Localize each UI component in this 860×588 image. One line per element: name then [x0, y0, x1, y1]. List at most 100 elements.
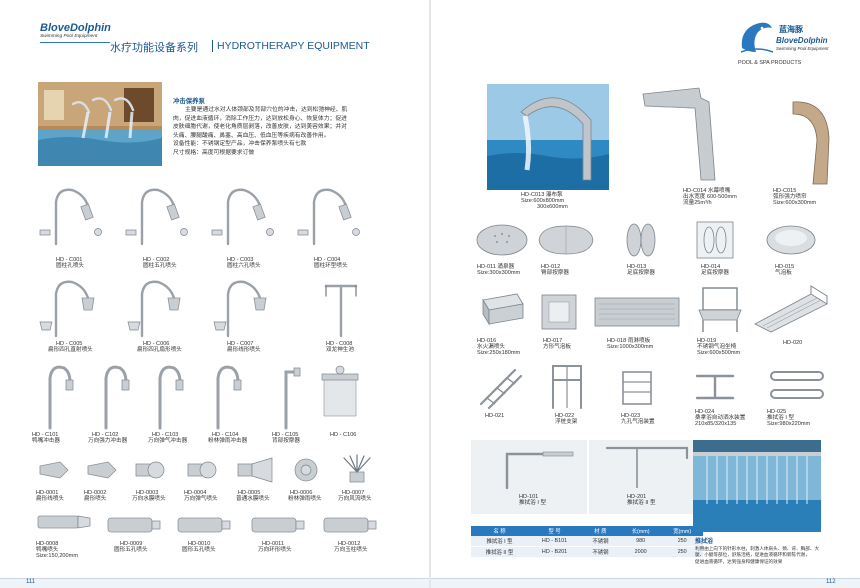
right-brand-cn: 蓝海豚 [779, 25, 803, 34]
product-0012-code: HD-0012 [338, 541, 361, 547]
product-0010-code: HD-0010 [188, 541, 211, 547]
product-0008-image [37, 515, 91, 529]
hd-019-code: HD-019 [697, 338, 717, 344]
spec-table-header: 名 称 型 号 材 质 长(mm) 宽(mm) [471, 526, 703, 536]
page-spine [429, 0, 431, 588]
hd-012-image [538, 225, 594, 255]
col-name: 名 称 [471, 526, 528, 536]
product-0011-image [251, 517, 305, 533]
hd-013-size: 足底按摩器 [627, 270, 655, 276]
product-c105-name: 背部按摩器 [272, 438, 300, 444]
pool-caption-line: 腿、小腿等部位，舒筋活络，促进血液循环和新陈代谢， [695, 552, 810, 558]
product-0004-image [187, 461, 217, 479]
product-c008-name: 双龙神生池 [326, 347, 354, 353]
product-c102-code: HD - C102 [92, 432, 119, 438]
product-0007-code: HD-0007 [342, 490, 365, 496]
hd-c013-code: HD-C013 瀑布泵 [521, 192, 563, 198]
pool-caption-line: 促进血液循环，达到强身和健康保证的效果 [695, 558, 783, 564]
hd-015-size: 气泡板 [775, 270, 792, 276]
table-cell: 250 [661, 536, 703, 547]
product-0012-image [323, 517, 377, 533]
hd-021-code: HD-021 [485, 413, 505, 419]
hd-014-image [696, 221, 734, 259]
hd-024-image [695, 374, 735, 400]
product-c003-name: 圆柱六孔喷头 [227, 263, 261, 269]
hd-019-size: 不锈钢气泡坐椅 [697, 344, 737, 350]
col-material: 材 质 [581, 526, 620, 536]
product-c002-name: 圆柱五孔喷头 [143, 263, 177, 269]
col-width: 宽(mm) [661, 526, 703, 536]
product-0003-image [135, 461, 165, 479]
product-0009-image [107, 517, 161, 533]
product-c004-image [297, 188, 360, 246]
table-row: 推拭浴 II 型 HD - B201 不锈钢 2000 250 [471, 546, 703, 558]
right-page-number: 112 [826, 579, 836, 585]
hd-025-code: HD-025 [767, 409, 787, 415]
product-c104-image [216, 365, 242, 430]
product-0008-size: Size:150,200mm [36, 553, 78, 559]
product-c103-image [158, 365, 184, 430]
product-c003-code: HD - C003 [227, 257, 254, 263]
product-c101-name: 鸭嘴冲击器 [32, 438, 60, 444]
hd-c014-image [642, 87, 716, 181]
hd-017-size: 方形气泡板 [543, 344, 571, 350]
product-c008-image [324, 284, 358, 338]
hd-022-code: HD-022 [555, 413, 575, 419]
hd-c014-size: 出水宽度 600-500mm [683, 194, 737, 200]
intro-line: 尺寸规格：高度可根据要求订做 [173, 149, 255, 156]
product-c104-code: HD - C104 [212, 432, 239, 438]
hd-017-image [541, 294, 577, 330]
hd-011-image [476, 224, 528, 256]
product-0004-name: 万向弹气喷头 [184, 496, 218, 502]
hd-023-image [622, 371, 652, 405]
product-0010-image [177, 517, 231, 533]
waterfall-photo [487, 84, 609, 190]
shower-pool-photo [693, 440, 821, 532]
hd-011-size: Size:300x300mm [477, 270, 521, 276]
hd-c015-image [792, 101, 830, 185]
left-footer-bar [0, 578, 430, 588]
right-footer-bar [431, 578, 860, 588]
hd-018-size: Size:1000x300mm [607, 344, 654, 350]
hd-101-image [505, 451, 574, 490]
hd-015-code: HD-015 [775, 264, 795, 270]
intro-line: 头痛、腰腿酸痛、鼻塞、高血压、低血压等疾病有改善作用。 [173, 132, 330, 139]
right-page: 蓝海豚 BloveDolphin Swimming Pool Equipment… [431, 0, 860, 588]
product-0008-name: 鸭嘴喷头 [36, 547, 59, 553]
intro-heading: 冲击保养泵 [173, 98, 205, 105]
table-cell: 250 [661, 546, 703, 558]
hd-025-size2: Size:980x220mm [767, 421, 811, 427]
product-c005-image [39, 280, 95, 338]
hd-019-size2: Size:600x500mm [697, 350, 741, 356]
hd-016-code: HD-016 [477, 338, 497, 344]
product-c001-name: 圆柱孔喷头 [56, 263, 84, 269]
hd-025-image [770, 371, 824, 399]
hd-201-image [605, 446, 689, 488]
table-cell: 推拭浴 II 型 [471, 546, 528, 558]
spa-pool-photo [38, 82, 162, 166]
col-length: 长(mm) [619, 526, 662, 536]
hd-c014-size2: 流量25m³/h [683, 200, 712, 206]
product-c001-image [39, 188, 102, 246]
product-0011-code: HD-0011 [262, 541, 284, 547]
hd-201-code: HD-201 [627, 494, 647, 500]
title-divider [212, 40, 213, 52]
hd-201-name: 推拭浴 II 型 [627, 500, 656, 506]
hd-014-code: HD-014 [701, 264, 721, 270]
product-c104-name: 粉林弹雨冲击器 [208, 438, 248, 444]
product-0003-name: 万向水膜喷头 [132, 496, 166, 502]
product-c102-image [104, 365, 130, 430]
hd-025-size: 推拭浴 I 型 [767, 415, 795, 421]
product-c106-code: HD - C106 [330, 432, 357, 438]
table-cell: HD - B101 [527, 536, 582, 547]
product-c004-name: 圆柱环型喷头 [314, 263, 348, 269]
product-c105-image [284, 367, 301, 430]
hd-016-size: 水火漏喷头 [477, 344, 505, 350]
product-c106-image [321, 365, 359, 417]
product-0001-name: 扁形线喷头 [36, 496, 64, 502]
table-row: 推拭浴 I 型 HD - B101 不锈钢 980 250 [471, 536, 703, 547]
hd-014-size: 足底按摩器 [701, 270, 729, 276]
product-c004-code: HD - C004 [314, 257, 341, 263]
product-0006-code: HD-0006 [290, 490, 313, 496]
table-cell: 不锈钢 [581, 536, 620, 547]
